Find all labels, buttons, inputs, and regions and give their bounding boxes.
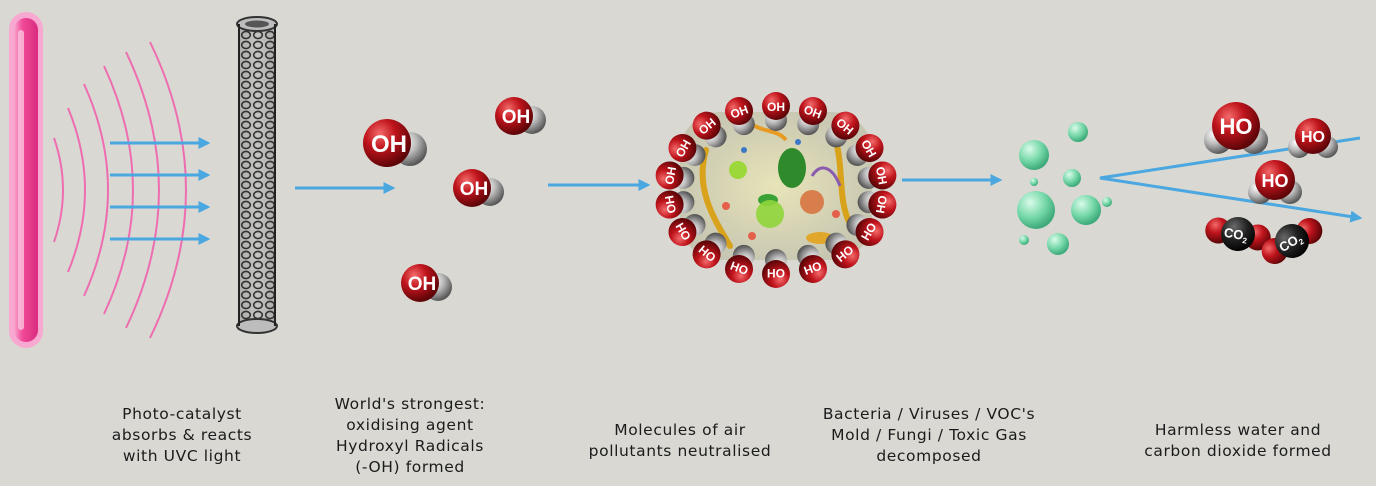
bubble-group xyxy=(1017,122,1112,255)
hydroxyl-molecule-icon: OH xyxy=(762,249,790,288)
bubble-icon xyxy=(1019,140,1049,170)
svg-text:HO: HO xyxy=(1301,129,1325,146)
bubble-icon xyxy=(1047,233,1069,255)
hydroxyl-molecule-icon: OH xyxy=(655,190,695,219)
water-molecule-icon: HO xyxy=(1288,118,1338,158)
caption-line: oxidising agent xyxy=(346,416,474,434)
caption-step-3: Molecules of air pollutants neutralised xyxy=(563,420,797,462)
svg-text:OH: OH xyxy=(729,258,751,277)
svg-text:OH: OH xyxy=(767,266,785,280)
hydroxyl-molecule-icon: OH xyxy=(692,111,727,148)
hydroxyl-molecule-icon: OH xyxy=(846,214,884,246)
svg-text:OH: OH xyxy=(802,102,824,121)
caption-line: World's strongest: xyxy=(334,395,486,413)
caption-line: Mold / Fungi / Toxic Gas xyxy=(831,426,1027,444)
svg-text:OH: OH xyxy=(873,194,890,214)
svg-text:OH: OH xyxy=(502,107,531,128)
hydroxyl-molecule-icon: OH xyxy=(692,232,727,269)
bubble-icon xyxy=(1017,191,1055,229)
caption-line: Hydroxyl Radicals xyxy=(336,437,484,455)
uv-arrows xyxy=(110,137,211,245)
caption-line: Photo-catalyst xyxy=(122,405,242,423)
caption-line: absorbs & reacts xyxy=(111,426,253,444)
svg-text:OH: OH xyxy=(662,194,679,214)
caption-line: with UVC light xyxy=(122,447,242,465)
caption-step-4: Bacteria / Viruses / VOC's Mold / Fungi … xyxy=(800,404,1058,467)
hydroxyl-group: OH OH OH OH xyxy=(363,97,546,302)
hydroxyl-molecule-icon: OH xyxy=(825,232,860,269)
caption-line: Molecules of air xyxy=(614,421,746,439)
bubble-icon xyxy=(1063,169,1081,187)
hydroxyl-molecule-icon: OH xyxy=(825,111,860,148)
hydroxyl-molecule-icon: OH xyxy=(797,244,827,283)
hydroxyl-molecule-icon: OH xyxy=(725,97,755,136)
caption-line: Bacteria / Viruses / VOC's xyxy=(822,405,1036,423)
hydroxyl-molecule-icon: OH xyxy=(363,119,427,167)
hydroxyl-molecule-icon: OH xyxy=(857,161,897,190)
uv-lamp-icon xyxy=(9,12,43,348)
water-molecule-icon: HO xyxy=(1248,160,1302,204)
arrow-split xyxy=(1099,136,1363,223)
caption-line: pollutants neutralised xyxy=(588,442,772,460)
hydroxyl-molecule-icon: OH xyxy=(655,161,695,190)
hydroxyl-molecule-icon: OH xyxy=(857,190,897,219)
caption-line: (-OH) formed xyxy=(355,458,465,476)
carbon-nanotube-icon xyxy=(236,16,278,334)
co2-products: CO2 CO2 xyxy=(1205,217,1323,264)
svg-text:CO2: CO2 xyxy=(1222,225,1249,246)
caption-line: decomposed xyxy=(876,447,982,465)
caption-line: Harmless water and xyxy=(1154,421,1322,439)
bubble-icon xyxy=(1102,197,1112,207)
hydroxyl-molecule-icon: OH xyxy=(668,214,706,246)
bubble-icon xyxy=(1071,195,1101,225)
germ-bodies xyxy=(699,118,853,249)
caption-step-2: World's strongest: oxidising agent Hydro… xyxy=(305,394,515,478)
caption-step-1: Photo-catalyst absorbs & reacts with UVC… xyxy=(72,404,292,467)
co2-molecule-icon: CO2 xyxy=(1261,218,1323,264)
caption-step-5: Harmless water and carbon dioxide formed xyxy=(1110,420,1366,462)
hydroxyl-molecule-icon: OH xyxy=(762,92,790,131)
svg-text:HO: HO xyxy=(1262,171,1289,191)
svg-text:HO: HO xyxy=(1220,114,1253,139)
process-arrows xyxy=(295,136,1363,223)
hydroxyl-molecule-icon: OH xyxy=(797,97,827,136)
hydroxyl-molecule-icon: OH xyxy=(401,264,452,302)
svg-text:OH: OH xyxy=(371,131,407,158)
hydroxyl-molecule-icon: OH xyxy=(668,134,706,166)
caption-line: carbon dioxide formed xyxy=(1144,442,1332,460)
svg-text:OH: OH xyxy=(662,166,679,186)
pollutant-cluster-icon xyxy=(680,112,872,260)
svg-text:OH: OH xyxy=(873,166,890,186)
hydroxyl-molecule-icon: OH xyxy=(725,244,755,283)
svg-text:OH: OH xyxy=(802,258,824,277)
bubble-icon xyxy=(1019,235,1029,245)
water-molecule-icon: HO xyxy=(1204,102,1268,154)
svg-text:OH: OH xyxy=(408,274,437,295)
bubble-icon xyxy=(1030,178,1038,186)
hydroxyl-molecule-icon: OH xyxy=(495,97,546,135)
bubble-icon xyxy=(1068,122,1088,142)
hydroxyl-molecule-icon: OH xyxy=(846,134,884,166)
svg-text:OH: OH xyxy=(729,102,751,121)
svg-text:OH: OH xyxy=(460,179,489,200)
water-products: HO HO HO xyxy=(1204,102,1338,204)
svg-text:OH: OH xyxy=(767,100,785,114)
hydroxyl-molecule-icon: OH xyxy=(453,169,504,207)
uv-waves xyxy=(53,41,187,339)
